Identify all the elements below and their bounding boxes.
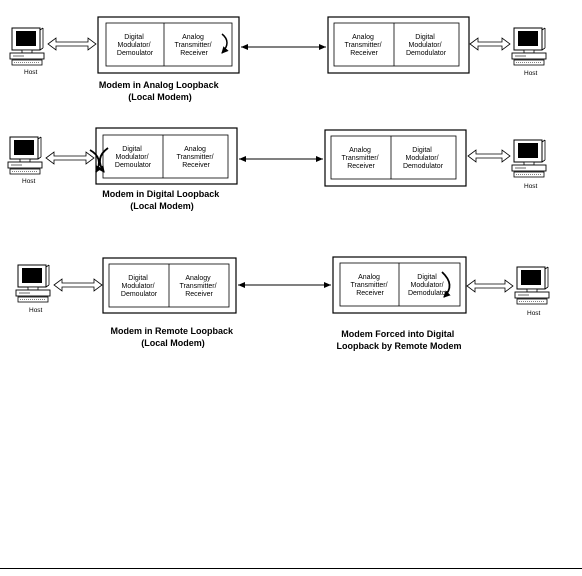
digital-modulator-label: Digital Modulator/ Demoulator xyxy=(115,146,152,169)
analog-transmitter-label: Analog Transmitter/ Receiver xyxy=(176,146,215,169)
digital-modulator-label: Digital Modulator/ Demodulator xyxy=(408,274,449,297)
caption-digital-loopback: Modem in Digital Loopback (Local Modem) xyxy=(102,189,222,211)
host-modem-double-arrow xyxy=(47,37,97,51)
host-label: Host xyxy=(524,70,538,77)
host-label: Host xyxy=(527,310,541,317)
footer-divider xyxy=(0,568,582,569)
digital-modulator-label: Digital Modulator/ Demoulator xyxy=(117,34,154,57)
host-computer-icon xyxy=(9,27,45,66)
loopback-curve-arrow xyxy=(221,33,229,54)
loopback-curve-arrow xyxy=(441,271,451,298)
host-modem-double-arrow xyxy=(53,278,103,292)
digital-modulator-label: Digital Modulator/ Demodulator xyxy=(406,34,447,57)
analog-transmitter-label: Analog Transmitter/ Receiver xyxy=(350,274,389,297)
host-label: Host xyxy=(29,307,43,314)
caption-forced-digital-loopback: Modem Forced into Digital Loopback by Re… xyxy=(336,329,461,351)
host-computer-icon xyxy=(511,27,547,66)
host-label: Host xyxy=(22,178,36,185)
analog-transmitter-label: Analog Transmitter/ Receiver xyxy=(344,34,383,57)
host-label: Host xyxy=(24,69,38,76)
host-modem-double-arrow xyxy=(45,151,95,165)
digital-modulator-label: Digital Modulator/ Demodulator xyxy=(403,147,444,170)
host-computer-icon xyxy=(511,139,547,178)
host-modem-double-arrow xyxy=(467,149,511,163)
host-label: Host xyxy=(524,183,538,190)
analog-transmitter-label: Analogy Transmitter/ Receiver xyxy=(179,275,218,298)
digital-loopback-curve-arrows xyxy=(89,147,109,173)
digital-modulator-label: Digital Modulator/ Demoulator xyxy=(121,275,158,298)
host-computer-icon xyxy=(15,264,51,303)
host-modem-double-arrow xyxy=(469,37,511,51)
row-remote-loopback: Host Digital Modulator/ Demoulator Analo… xyxy=(15,256,550,351)
row-analog-loopback: Host Digital Modulator/ Demoulator Analo… xyxy=(9,16,547,102)
host-computer-icon xyxy=(7,136,43,175)
analog-transmitter-label: Analog Transmitter/ Receiver xyxy=(174,34,213,57)
caption-remote-loopback: Modem in Remote Loopback (Local Modem) xyxy=(110,326,235,348)
caption-analog-loopback: Modem in Analog Loopback (Local Modem) xyxy=(99,80,221,102)
host-computer-icon xyxy=(514,266,550,305)
host-modem-double-arrow xyxy=(466,279,514,293)
analog-transmitter-label: Analog Transmitter/ Receiver xyxy=(341,147,380,170)
row-digital-loopback: Host Digital Modulator/ Demoulator Analo… xyxy=(7,127,547,211)
